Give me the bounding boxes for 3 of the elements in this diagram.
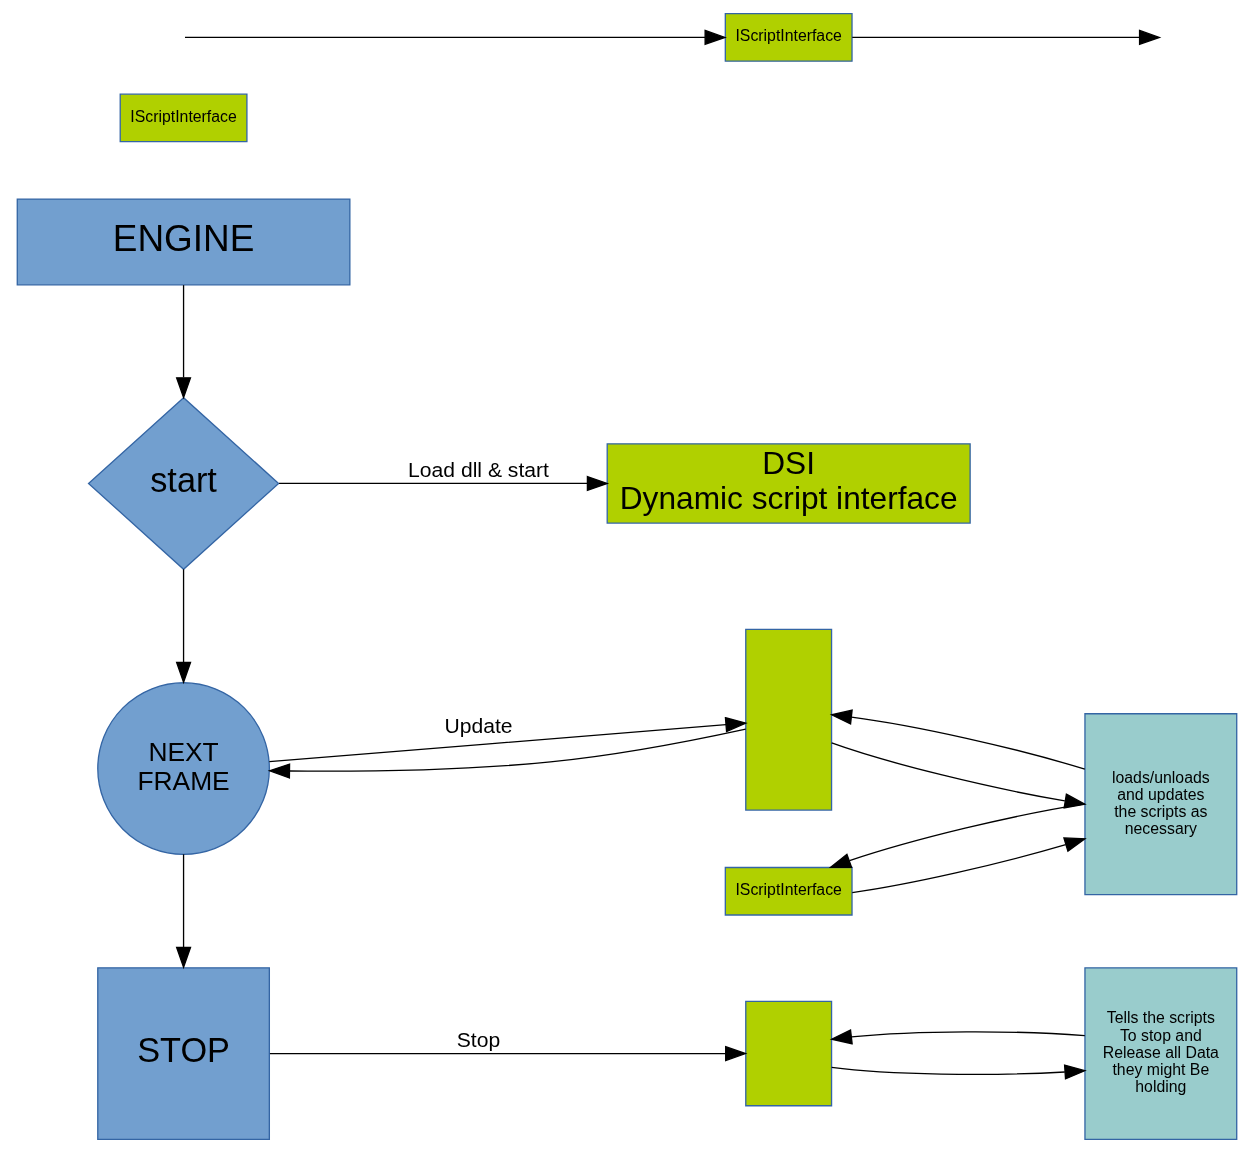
edge-label: Update — [444, 713, 513, 737]
edge-label: Stop — [456, 1027, 501, 1051]
edge-label: Load dll & start — [408, 457, 549, 481]
